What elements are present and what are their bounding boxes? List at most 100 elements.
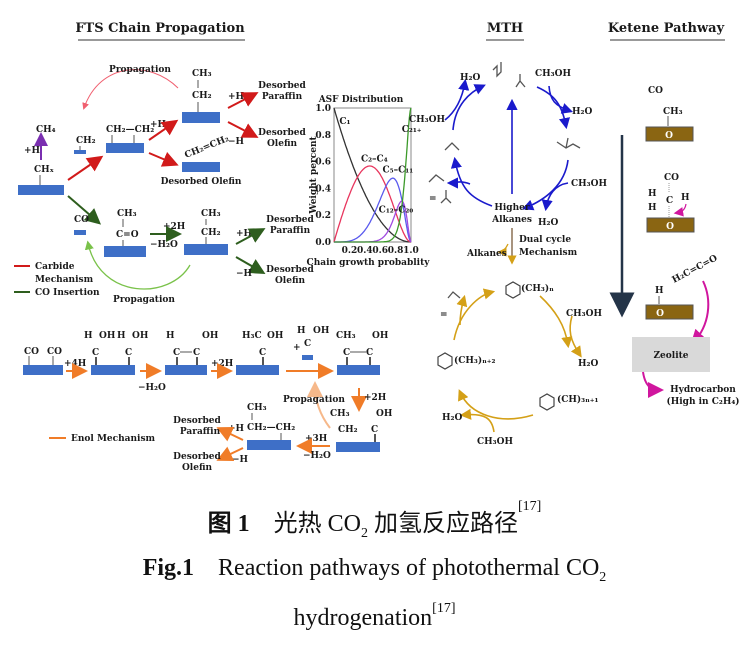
plus-label: + — [293, 343, 301, 353]
h3c-label: H₃C — [242, 331, 262, 341]
h-label: H — [655, 286, 664, 296]
propagation-label: Propagation — [109, 65, 171, 75]
ch3oh-label: CH₃OH — [571, 179, 607, 189]
y-tick-label: 1.0 — [315, 104, 331, 114]
aromatic-label: (CH₃)ₙ — [521, 283, 554, 294]
propagation-label: Propagation — [113, 295, 175, 305]
plus-4h-label: +4H — [64, 359, 87, 369]
x-tick-label: 1.0 — [403, 246, 419, 256]
carbon-label: C — [366, 348, 373, 358]
desorbed-olefin-label: Olefin — [275, 276, 306, 286]
isobutene-icon — [440, 190, 452, 204]
ketene-section: Ketene Pathway CO CH₃ O CO H H C H O H₂C… — [608, 21, 740, 407]
plus-3h-label: +3H — [305, 434, 328, 444]
zeolite-label: Zeolite — [653, 351, 688, 361]
plus-h-label: +H — [24, 146, 41, 156]
aromatic-ring-icon — [539, 393, 555, 411]
ch3-label: CH₃ — [336, 331, 356, 341]
h-label: H — [297, 326, 306, 336]
equals-label: = — [429, 194, 437, 204]
carbon-label: C — [304, 339, 311, 349]
desorbed-paraffin-label: Desorbed — [266, 215, 314, 225]
plus-h-label: +H — [236, 229, 253, 239]
x-tick-label: 0.6 — [372, 246, 388, 256]
enol-section: CO CO +4H C C H OH H OH −H₂O C C H OH +2… — [23, 326, 393, 473]
fts-section: FTS Chain Propagation Propagation CHₓ +H… — [14, 21, 315, 305]
equals-label: = — [440, 310, 448, 320]
plus-2h-label: +2H — [163, 222, 186, 232]
aromatic-ring-icon — [505, 281, 521, 299]
h-label: H — [166, 331, 175, 341]
figure-label-en: Fig.1 — [142, 555, 195, 581]
series-line-c2-c4 — [333, 165, 411, 243]
series-label-c5-c11: C₅–C₁₁ — [383, 165, 414, 175]
ch3oh-label: CH₃OH — [566, 309, 602, 319]
series-line-c21+ — [334, 107, 412, 243]
oxygen-label: O — [656, 309, 664, 319]
h2o-label: H₂O — [572, 107, 592, 117]
legend-carbide: Mechanism — [35, 275, 94, 285]
h-label: H — [681, 193, 690, 203]
isobutane-icon — [515, 74, 526, 88]
desorbed-olefin-label: Desorbed — [258, 128, 306, 138]
ethylene-label: CH₂=CH₂ — [183, 134, 230, 161]
aromatic-label: (CH₃)ₙ₊₂ — [454, 355, 496, 366]
co-label: CO — [648, 86, 663, 96]
minus-h-label: −H — [236, 269, 253, 279]
mth-section: MTH H₂O CH₃OH CH₃OH H₂O CH₃OH H₂O Higher… — [409, 21, 607, 447]
propene-icon — [447, 291, 461, 299]
desorbed-olefin-label: Olefin — [267, 139, 298, 149]
hydrocarbon-label: (High in C₂H₄) — [666, 396, 739, 407]
ch3oh-label: CH₃OH — [409, 115, 445, 125]
series-line-c1 — [333, 107, 411, 243]
ch2-label: CH₂ — [201, 228, 221, 238]
x-tick-label: 0.4 — [357, 246, 373, 256]
zeolite-site — [645, 126, 694, 142]
plus-2h-label: +2H — [211, 359, 234, 369]
minus-h-label: −H — [232, 455, 249, 465]
h-label: H — [84, 331, 93, 341]
citation-ref: [17] — [432, 601, 456, 616]
x-tick-label: 0.2 — [342, 246, 358, 256]
ch2-label: CH₂ — [192, 91, 212, 101]
ch2-ch2-label: CH₂—CH₂ — [247, 423, 295, 433]
hydrocarbon-label: Hydrocarbon — [670, 385, 736, 395]
reaction-pathways-diagram: FTS Chain Propagation Propagation CHₓ +H… — [14, 21, 740, 473]
oxygen-label: O — [665, 131, 673, 141]
asf-chart: ASF Distribution Weight percent Chain gr… — [307, 95, 431, 268]
oh-label: OH — [313, 326, 330, 336]
subscript: 2 — [599, 569, 607, 585]
ketene-title: Ketene Pathway — [608, 21, 725, 36]
y-tick-label: 0.4 — [315, 184, 331, 194]
y-tick-label: 0.8 — [315, 131, 331, 141]
minus-h2o-label: −H₂O — [138, 383, 166, 393]
h2o-label: H₂O — [442, 413, 462, 423]
carbon-label: C — [666, 196, 673, 206]
h2o-label: H₂O — [460, 73, 480, 83]
citation-ref: [17] — [518, 499, 542, 514]
propene-icon — [428, 174, 445, 183]
h2o-label: H₂O — [538, 218, 558, 228]
plus-h-label: +H — [228, 424, 245, 434]
aromatic-label: (CH)₃ₙ₊₁ — [557, 394, 599, 405]
ch2-ch2-label: CH₂—CH₂ — [106, 125, 154, 135]
desorbed-olefin-label: Desorbed — [266, 265, 314, 275]
aromatic-ring-icon — [437, 352, 453, 370]
legend-carbide: Carbide — [35, 262, 75, 272]
ch3oh-label: CH₃OH — [477, 437, 513, 447]
desorbed-olefin-label: Olefin — [182, 463, 213, 473]
x-tick-label: 0.8 — [388, 246, 404, 256]
chx-label: CHₓ — [34, 165, 54, 175]
plus-h-label: +H — [150, 120, 167, 130]
ch4-label: CH₄ — [36, 125, 56, 135]
carbon-label: C — [371, 425, 378, 435]
caption-text-en: Reaction pathways of photothermal CO — [218, 555, 600, 581]
oxygen-label: O — [666, 222, 674, 232]
dual-cycle-label: Dual cycle — [519, 235, 571, 245]
propagation-arrow — [84, 240, 191, 290]
minus-h2o-label: −H₂O — [303, 451, 331, 461]
desorbed-paraffin-label: Desorbed — [258, 81, 306, 91]
series-label-c12-c20: C₁₂–C₂₀ — [379, 206, 414, 216]
series-label-c2-c4: C₂–C₄ — [361, 155, 388, 165]
ch2-label: CH₂ — [76, 136, 96, 146]
